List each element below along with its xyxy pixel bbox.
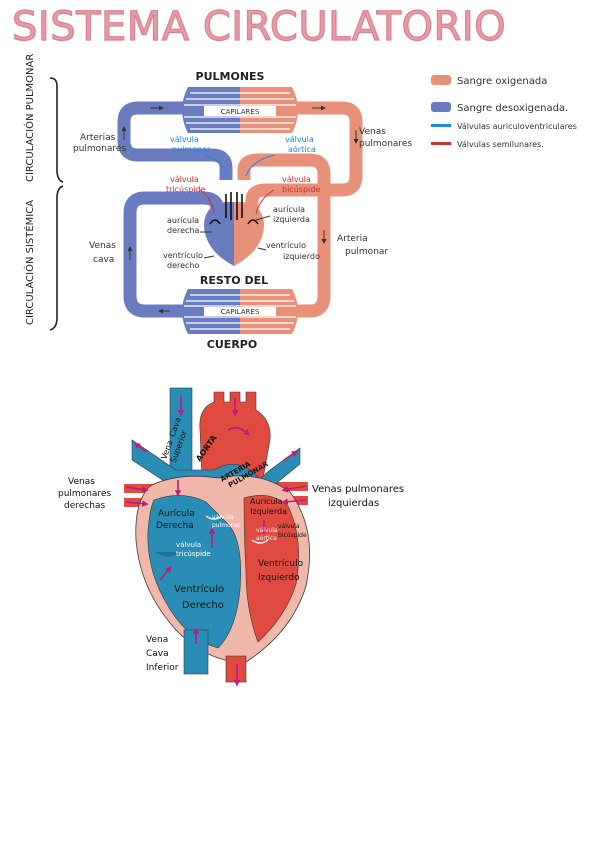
- heart-ra-label-2: Derecha: [156, 521, 194, 531]
- heart-bvalve-label-2: bicúspide: [278, 532, 307, 539]
- capillaries-top-label: CAPILARES: [221, 108, 260, 116]
- bracket-systemic: CIRCULACIÓN SISTÉMICA: [23, 185, 64, 331]
- schema-left-ventricle-label-2: izquierdo: [283, 252, 320, 261]
- lung-capillaries: CAPILARES: [182, 87, 298, 133]
- schema-right-atrium-label-2: derecha: [167, 226, 200, 235]
- valve-pointers: [199, 154, 276, 259]
- body-capillaries: CAPILARES: [182, 289, 298, 334]
- right-pv-label-1: Venas: [68, 477, 95, 487]
- legend-swatch-av-valves: [431, 124, 451, 127]
- right-pv-label-2: pulmonares: [58, 489, 111, 499]
- aortic-valve-label-1: válvula: [285, 135, 314, 144]
- schema-right-ventricle-label-2: derecho: [167, 261, 200, 270]
- rest-of-body-label-2: CUERPO: [207, 338, 257, 351]
- schema-left-atrium-label-2: izquierda: [273, 215, 310, 224]
- capillaries-bottom-label: CAPILARES: [221, 308, 260, 316]
- bracket-pulmonary: CIRCULACIÓN PULMONAR: [23, 54, 64, 183]
- heart-rv-label-1: Ventrículo: [174, 583, 224, 595]
- pulmonary-arteries-label-2: pulmonares: [73, 144, 126, 154]
- circulation-schema: CAPILARES CAPILARES: [73, 70, 412, 351]
- heart-flow-arrows: [125, 396, 307, 687]
- legend-semilunar: Válvulas semilunares.: [457, 140, 544, 149]
- legend-swatch-oxygenated: [431, 75, 451, 85]
- heart-lv-label-1: Ventrículo: [258, 559, 304, 569]
- heart-pvalve-label-1: válvula: [212, 514, 234, 521]
- aorta: [199, 391, 271, 485]
- bicuspid-valve-label-1: válvula: [282, 175, 311, 184]
- bicuspid-valve-label-2: bicúspide: [282, 185, 320, 194]
- pulmonary-artery-vessel: [117, 101, 233, 180]
- flow-arrows: [121, 105, 359, 314]
- venae-cavae-label-2: cava: [93, 255, 114, 265]
- schema-right-atrium-label-1: aurícula: [167, 216, 199, 225]
- heart-lv-label-2: Izquierdo: [258, 573, 300, 583]
- legend-swatch-deoxygenated: [431, 102, 451, 112]
- legend: Sangre oxigenada Sangre desoxigenada. Vá…: [431, 75, 577, 149]
- legend-swatch-semilunar: [431, 142, 451, 145]
- ivc-label-3: Inferior: [146, 663, 179, 673]
- heart-bvalve-label-1: válvula: [278, 523, 300, 530]
- bracket-pulmonary-label: CIRCULACIÓN PULMONAR: [23, 54, 36, 182]
- vena-cava-vessel: [123, 191, 224, 318]
- heart-la-label-1: Aurícula: [250, 497, 283, 506]
- heart-ra-label-1: Aurícula: [158, 509, 195, 519]
- schema-left-atrium-label-1: aurícula: [273, 205, 305, 214]
- pulmonary-artery-label-1: Arteria: [337, 234, 368, 244]
- venae-cavae-label-1: Venas: [89, 241, 116, 251]
- heart-avalve-label-1: válvula: [256, 527, 278, 534]
- heart-pvalve-label-2: pulmonar: [212, 522, 241, 529]
- legend-oxygenated: Sangre oxigenada: [457, 76, 547, 87]
- schema-left-ventricle-label-1: ventrículo: [266, 241, 306, 250]
- anatomical-heart: Vena Cava Superior AORTA ARTERIA PULMONA…: [58, 387, 404, 687]
- heart-tvalve-label-2: tricúspide: [176, 550, 211, 558]
- aortic-valve-label-2: aórtica: [288, 144, 316, 154]
- left-pv-label-2: izquierdas: [328, 498, 379, 509]
- heart-la-label-2: Izquierda: [250, 507, 287, 516]
- heart-avalve-label-2: aórtica: [256, 535, 277, 542]
- rest-of-body-label-1: RESTO DEL: [200, 274, 268, 287]
- left-pv-label-1: Venas pulmonares: [312, 484, 404, 495]
- pulmonary-artery-label-2: pulmonar: [345, 247, 388, 257]
- heart-tvalve-label-1: válvula: [176, 541, 201, 549]
- tricuspid-valve-label-2: tricúspide: [166, 185, 206, 194]
- legend-av-valves: Válvulas auriculoventriculares: [457, 122, 577, 131]
- pulmonary-valve-label-1: válvula: [170, 135, 199, 144]
- legend-deoxygenated: Sangre desoxigenada.: [457, 103, 568, 114]
- left-chamber: [243, 495, 299, 643]
- pulmonary-vein-vessel: [245, 101, 363, 212]
- pulmonary-valve-label-2: pulmonar: [172, 145, 211, 154]
- schema-right-ventricle-label-1: ventrículo: [163, 251, 203, 260]
- page-title: SISTEMA CIRCULATORIO: [11, 3, 507, 50]
- pulmonary-arteries-label-1: Arterias: [80, 133, 116, 143]
- schema-heart: [204, 192, 264, 266]
- right-pv-label-3: derechas: [64, 501, 105, 511]
- pulmonary-veins-label-1: Venas: [359, 127, 386, 137]
- bracket-systemic-label: CIRCULACIÓN SISTÉMICA: [23, 200, 36, 325]
- tricuspid-valve-label-1: válvula: [170, 175, 199, 184]
- heart-rv-label-2: Derecho: [182, 600, 224, 611]
- aorta-vessel: [237, 153, 331, 318]
- lungs-label: PULMONES: [196, 70, 265, 83]
- right-chamber: [147, 495, 241, 649]
- ivc-label-1: Vena: [146, 635, 168, 645]
- descending-aorta: [225, 655, 247, 683]
- pulmonary-veins-label-2: pulmonares: [359, 139, 412, 149]
- ivc-label-2: Cava: [146, 649, 169, 659]
